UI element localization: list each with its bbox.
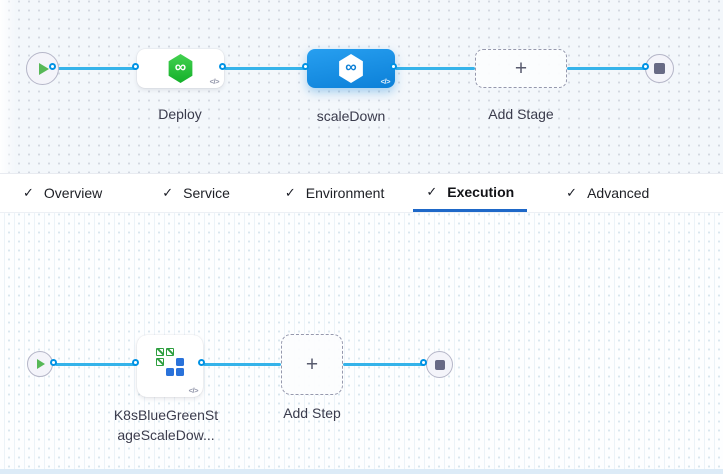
stage-label-deploy: Deploy <box>158 106 202 122</box>
code-view-icon: </> <box>380 77 391 86</box>
connector-port[interactable] <box>132 358 139 366</box>
play-icon <box>39 62 49 75</box>
stage-card-scaledown[interactable]: ∞ </> <box>307 49 395 88</box>
canvas-bottom-edge <box>0 469 723 474</box>
plus-icon: + <box>514 57 528 80</box>
tab-service[interactable]: ✓ Service <box>162 174 230 212</box>
connector-line <box>54 67 137 70</box>
connector-port[interactable] <box>390 63 397 70</box>
harness-cd-icon: ∞ <box>168 54 193 83</box>
infinity-glyph: ∞ <box>174 58 187 76</box>
connector-line <box>203 362 281 366</box>
execution-step-canvas[interactable]: </> + K8sBlueGreenSt ageScaleDow... Add … <box>0 213 723 474</box>
connector-port[interactable] <box>219 63 226 70</box>
step-label: K8sBlueGreenSt ageScaleDow... <box>106 405 226 445</box>
stop-icon <box>654 63 665 74</box>
stop-icon <box>434 359 445 370</box>
add-stage-label: Add Stage <box>488 106 554 122</box>
harness-cd-icon: ∞ <box>339 54 363 83</box>
infinity-glyph: ∞ <box>345 58 357 76</box>
connector-line <box>224 67 307 70</box>
stage-config-tabbar: ✓ Overview ✓ Service ✓ Environment ✓ Exe… <box>0 173 723 213</box>
connector-port[interactable] <box>49 63 56 70</box>
step-label-line2: ageScaleDow... <box>117 427 215 443</box>
play-icon <box>37 359 45 369</box>
add-step-button[interactable]: + <box>281 334 343 395</box>
connector-port[interactable] <box>642 63 649 70</box>
tab-label: Service <box>183 185 230 201</box>
code-view-icon: </> <box>209 77 220 86</box>
step-card-k8s-bluegreen-scaledown[interactable]: </> <box>137 335 203 397</box>
connector-line <box>55 362 137 366</box>
code-view-icon: </> <box>188 386 199 395</box>
tab-execution[interactable]: ✓ Execution <box>413 174 528 212</box>
connector-port[interactable] <box>132 63 139 70</box>
k8s-bluegreen-icon <box>156 348 184 376</box>
connector-line <box>343 362 425 366</box>
connector-port[interactable] <box>198 358 205 366</box>
tab-label: Overview <box>43 185 103 201</box>
add-step-label: Add Step <box>283 405 341 421</box>
tab-label: Environment <box>305 185 385 201</box>
check-icon: ✓ <box>426 183 438 199</box>
check-icon: ✓ <box>23 185 34 200</box>
plus-icon: + <box>305 353 319 376</box>
step-label-line1: K8sBlueGreenSt <box>113 407 219 423</box>
stage-card-deploy[interactable]: ∞ </> <box>137 49 224 88</box>
add-stage-button[interactable]: + <box>475 49 567 88</box>
connector-line <box>567 67 647 70</box>
execution-start-node <box>27 351 53 377</box>
stage-label-scaledown: scaleDown <box>316 108 386 124</box>
tab-advanced[interactable]: ✓ Advanced <box>566 174 649 212</box>
tab-environment[interactable]: ✓ Environment <box>285 174 385 212</box>
tab-label: Execution <box>447 183 515 200</box>
check-icon: ✓ <box>162 185 174 200</box>
connector-port[interactable] <box>420 358 427 366</box>
connector-port[interactable] <box>302 63 309 70</box>
tab-label: Advanced <box>587 185 650 201</box>
connector-port[interactable] <box>50 358 57 366</box>
connector-line <box>395 67 475 70</box>
check-icon: ✓ <box>566 185 578 200</box>
check-icon: ✓ <box>284 185 296 200</box>
stage-graph-canvas[interactable]: ∞ </> ∞ </> + Deploy scaleDown Add Stage <box>0 0 723 173</box>
execution-end-node <box>426 351 453 378</box>
pipeline-end-node <box>645 54 674 83</box>
tab-overview[interactable]: ✓ Overview <box>23 174 102 212</box>
